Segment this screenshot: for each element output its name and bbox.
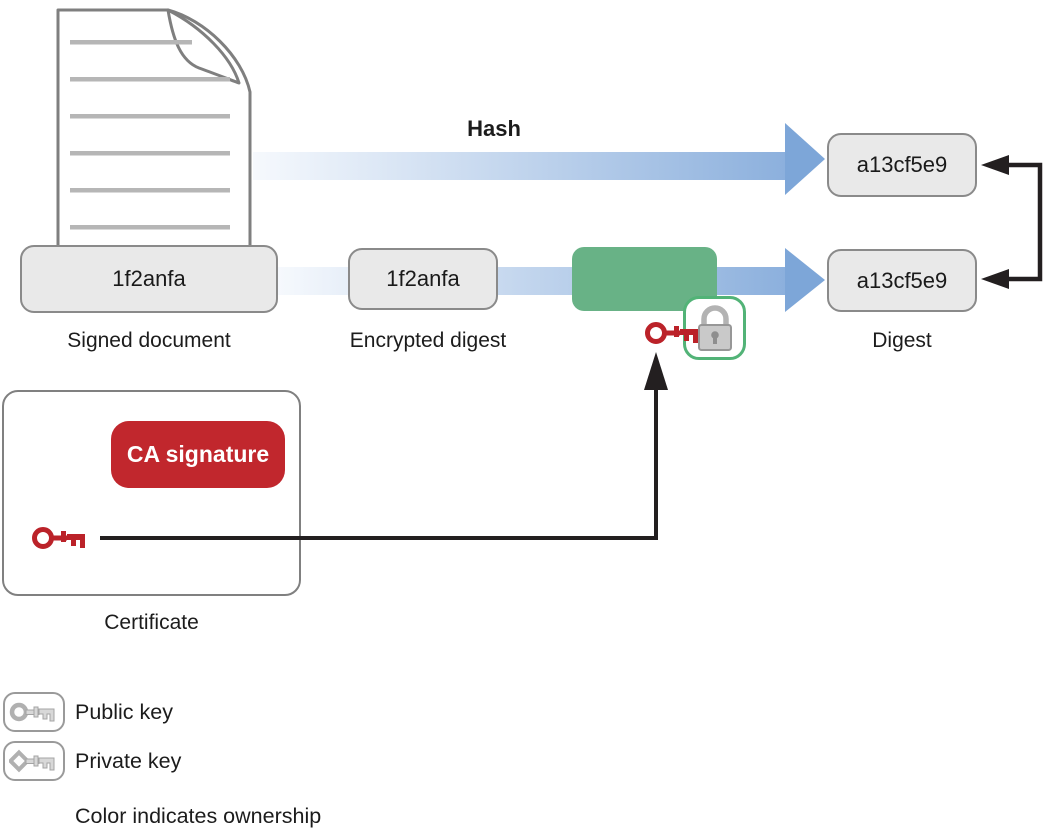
digest-box-bottom: a13cf5e9 — [827, 249, 977, 312]
padlock-icon — [697, 305, 732, 351]
encrypted-digest-code: 1f2anfa — [386, 266, 460, 291]
encrypted-digest-label: Encrypted digest — [349, 329, 507, 352]
signed-document-code: 1f2anfa — [112, 266, 186, 291]
legend-note: Color indicates ownership — [75, 804, 322, 828]
public-key-label: Public key — [75, 700, 173, 724]
digest-top-code: a13cf5e9 — [856, 152, 948, 177]
encrypted-digest-box: 1f2anfa — [348, 248, 498, 310]
digest-bottom-code: a13cf5e9 — [856, 267, 948, 293]
key-circle-icon — [9, 702, 55, 722]
ca-signature-label: CA signature — [126, 441, 270, 467]
document-icon — [56, 8, 252, 250]
document-text-lines — [70, 40, 230, 230]
digest-box-top: a13cf5e9 — [827, 133, 977, 197]
key-usage-connector-arrow — [100, 352, 668, 540]
ca-signature-seal: CA signature — [111, 421, 285, 488]
digest-label: Digest — [872, 329, 932, 352]
certificate-public-key-icon — [32, 527, 85, 549]
signed-document-label: Signed document — [67, 329, 231, 352]
key-diamond-icon — [9, 749, 55, 773]
lock-badge — [683, 296, 746, 360]
public-key-badge — [3, 692, 65, 732]
decrypt-public-key-icon — [645, 322, 698, 344]
hash-arrow — [253, 123, 825, 195]
private-key-label: Private key — [75, 749, 182, 773]
signed-document-box: 1f2anfa — [20, 245, 278, 313]
private-key-badge — [3, 741, 65, 781]
hash-label: Hash — [467, 116, 521, 141]
certificate-label: Certificate — [104, 611, 199, 634]
compare-bracket-arrows — [981, 155, 1043, 289]
